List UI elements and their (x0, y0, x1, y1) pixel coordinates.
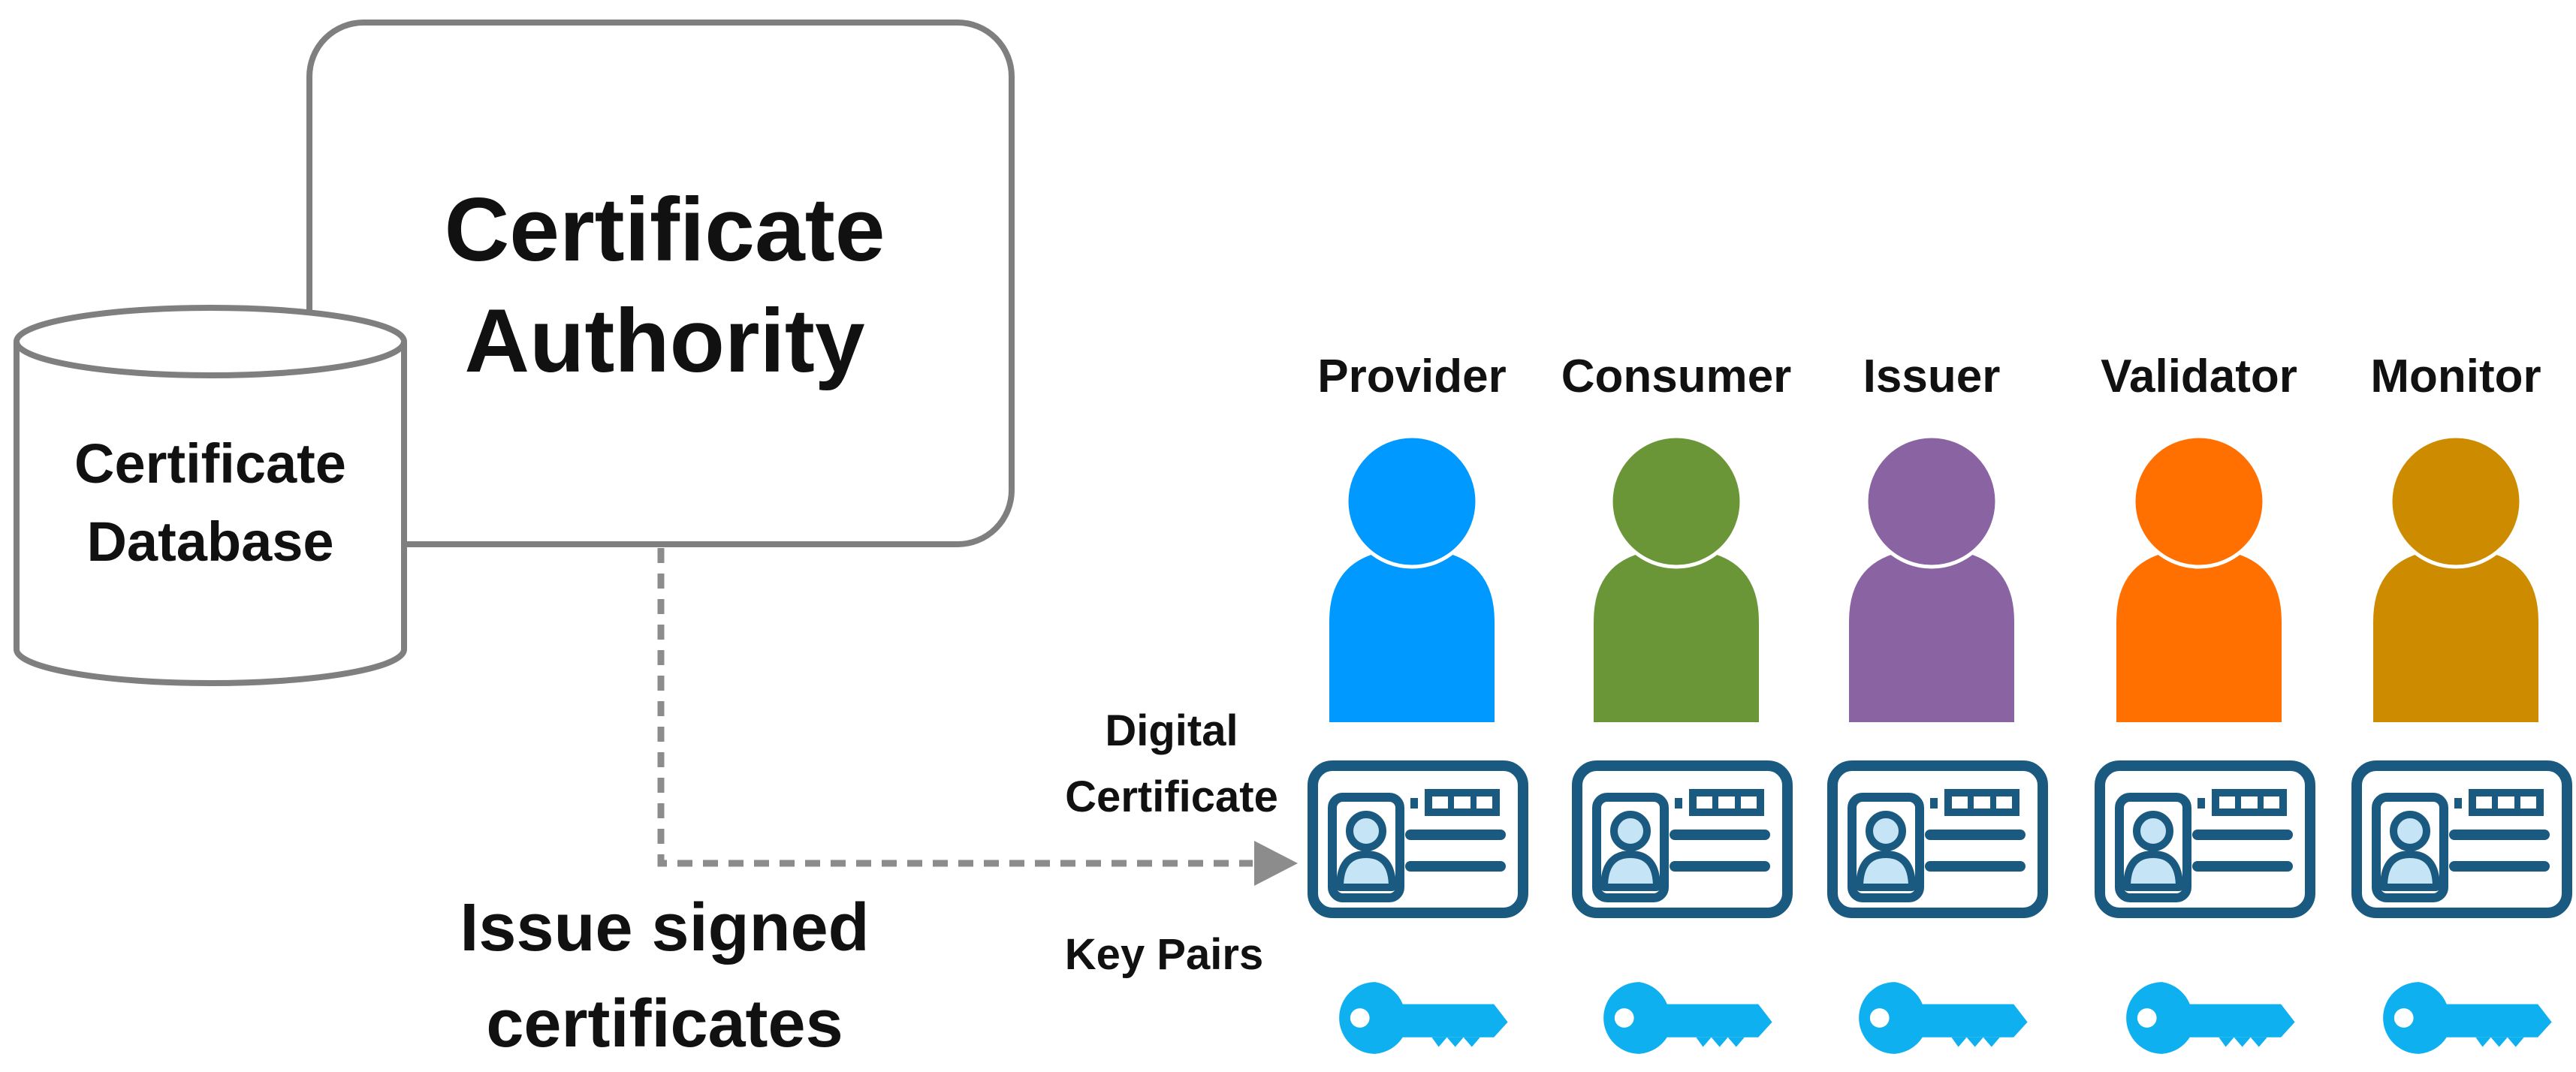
role-label-validator: Validator (2101, 351, 2297, 402)
person-icon-provider (1329, 434, 1495, 722)
certificate-icon-consumer (1577, 766, 1787, 913)
role-label-monitor: Monitor (2370, 351, 2541, 402)
issue-connector (657, 548, 1298, 886)
key-icon-provider (1339, 982, 1508, 1054)
issue-label: Issue signed certificates (421, 880, 909, 1072)
key-pairs-label: Key Pairs (1064, 930, 1264, 979)
digital-label-line1: Digital (1105, 706, 1238, 755)
keys (1339, 982, 2552, 1054)
database-cylinder (14, 305, 407, 686)
persons (1329, 434, 2538, 722)
ca-title: Certificate Authority (376, 174, 954, 396)
issue-label-line2: certificates (486, 986, 843, 1061)
certificates (1313, 766, 2567, 913)
role-label-provider: Provider (1317, 351, 1507, 402)
key-icon-issuer (1859, 982, 2028, 1054)
person-icon-monitor (2373, 434, 2538, 722)
certificate-icon-provider (1313, 766, 1523, 913)
database-title-line2: Database (86, 510, 334, 573)
database-title: Certificate Database (15, 425, 406, 581)
role-label-consumer: Consumer (1561, 351, 1792, 402)
key-icon-validator (2126, 982, 2295, 1054)
digital-label-line2: Certificate (1065, 772, 1278, 821)
person-icon-consumer (1594, 434, 1759, 722)
digital-certificate-label: Digital Certificate (1029, 698, 1314, 830)
ca-box (306, 20, 1015, 547)
role-label-issuer: Issuer (1863, 351, 2001, 402)
person-icon-validator (2116, 434, 2282, 722)
ca-title-line2: Authority (464, 291, 865, 391)
key-icon-consumer (1603, 982, 1772, 1054)
issue-label-line1: Issue signed (460, 890, 870, 965)
certificate-icon-validator (2100, 766, 2310, 913)
certificate-icon-issuer (1832, 766, 2043, 913)
key-icon-monitor (2383, 982, 2552, 1054)
certificate-icon-monitor (2357, 766, 2567, 913)
person-icon-issuer (1849, 434, 2014, 722)
ca-title-line1: Certificate (444, 179, 885, 280)
arrow-head-icon (1254, 841, 1298, 886)
database-title-line1: Certificate (74, 432, 346, 495)
